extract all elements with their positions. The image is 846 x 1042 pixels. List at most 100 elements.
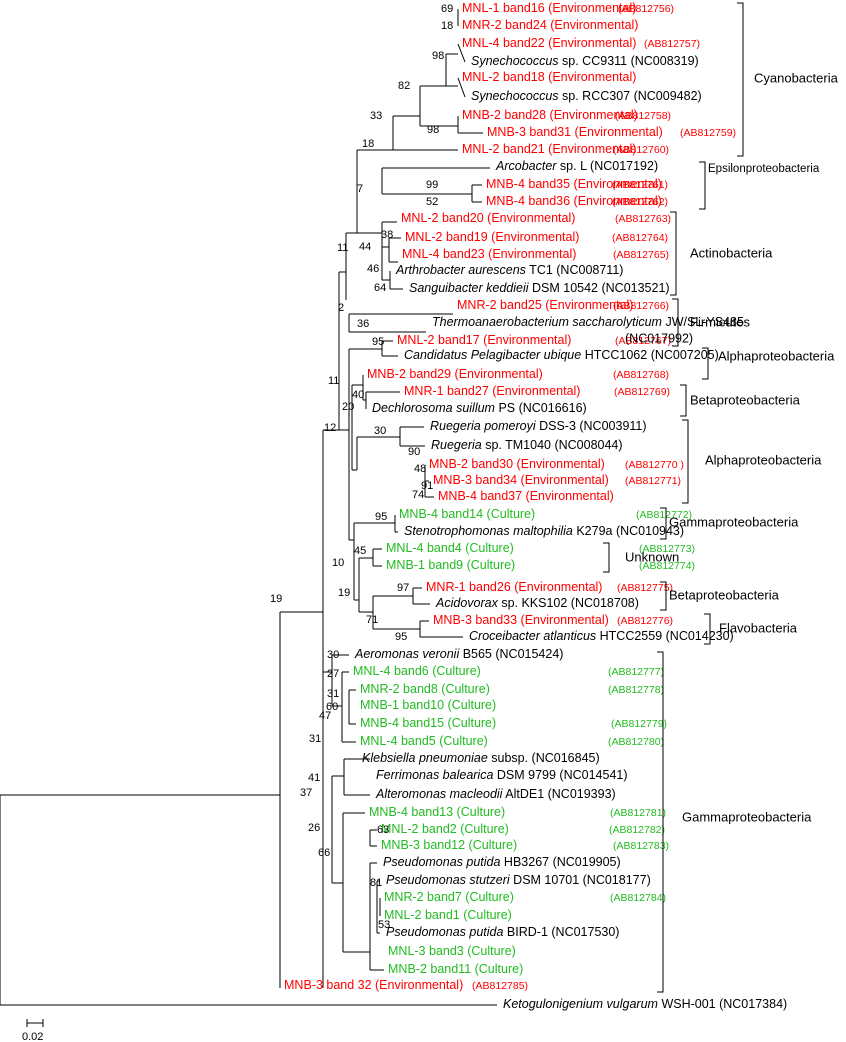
bootstrap-value: 18 bbox=[441, 20, 453, 32]
bootstrap-value: 40 bbox=[352, 389, 364, 401]
leaf-label-acidovorax-kks102: Acidovorax sp. KKS102 (NC018708) bbox=[435, 596, 639, 610]
leaf-label-ketogulonigenium: Ketogulonigenium vulgarum WSH-001 (NC017… bbox=[503, 997, 787, 1011]
leaf-name-mnr2-band24: MNR-2 band24 (Environmental) bbox=[462, 18, 638, 32]
leaf-label-mnb4-band13: MNB-4 band13 (Culture) bbox=[369, 805, 505, 819]
bootstrap-value: 90 bbox=[408, 446, 420, 458]
bootstrap-value: 91 bbox=[421, 480, 433, 492]
bootstrap-value: 11 bbox=[337, 242, 348, 254]
bootstrap-value: 48 bbox=[414, 463, 426, 475]
group-bracket bbox=[704, 613, 711, 645]
leaf-accession-mnb3-band31: (AB812759) bbox=[680, 127, 736, 139]
leaf-accession-mnb4-band36: (AB812762) bbox=[612, 196, 668, 208]
bootstrap-value: 71 bbox=[366, 614, 378, 626]
leaf-name-alteromonas: AltDE1 (NC019393) bbox=[502, 787, 615, 801]
leaf-species-pseudomonas-putida-hb3267: Pseudomonas putida bbox=[383, 855, 500, 869]
leaf-accession-mnl2-band21: (AB812760) bbox=[613, 144, 669, 156]
leaf-label-mnb2-band28: MNB-2 band28 (Environmental) bbox=[462, 108, 638, 122]
leaf-species-alteromonas: Alteromonas macleodii bbox=[375, 787, 504, 801]
group-label: Alphaproteobacteria bbox=[705, 452, 822, 467]
leaf-name-ruegeria-tm1040: sp. TM1040 (NC008044) bbox=[482, 438, 623, 452]
leaf-label-mnb3-band34: MNB-3 band34 (Environmental) bbox=[433, 473, 609, 487]
leaf-name-ketogulonigenium: WSH-001 (NC017384) bbox=[658, 997, 787, 1011]
bootstrap-value: 12 bbox=[324, 422, 336, 434]
leaf-label-mnb4-band14: MNB-4 band14 (Culture) bbox=[399, 507, 535, 521]
leaf-name-mnl2-band2: MNL-2 band2 (Culture) bbox=[381, 822, 509, 836]
leaf-label-mnr1-band26: MNR-1 band26 (Environmental) bbox=[426, 580, 602, 594]
leaf-label-alteromonas: Alteromonas macleodii AltDE1 (NC019393) bbox=[375, 787, 616, 801]
bootstrap-value: 52 bbox=[426, 196, 438, 208]
leaf-label-mnb2-band30: MNB-2 band30 (Environmental) bbox=[429, 457, 605, 471]
group-bracket bbox=[660, 581, 667, 611]
leaf-label-mnl4-band6: MNL-4 band6 (Culture) bbox=[353, 664, 481, 678]
leaf-name-synechococcus-rcc307: sp. RCC307 (NC009482) bbox=[559, 89, 702, 103]
bootstrap-value: 19 bbox=[338, 587, 350, 599]
bootstrap-value: 7 bbox=[357, 183, 363, 195]
bootstrap-value: 2 bbox=[338, 302, 344, 314]
leaf-label-mnb2-band11: MNB-2 band11 (Culture) bbox=[388, 962, 523, 976]
group-label: Firmicutes bbox=[690, 314, 750, 329]
bootstrap-value: 63 bbox=[377, 824, 389, 836]
branch bbox=[457, 43, 466, 63]
leaf-species-synechococcus-cc9311: Synechococcus bbox=[471, 54, 559, 68]
leaf-accession-mnl4-band4: (AB812773) bbox=[639, 543, 695, 555]
leaf-name-croceibacter: HTCC2559 (NC014230) bbox=[596, 629, 734, 643]
group-label: Cyanobacteria bbox=[754, 70, 839, 85]
leaf-label-mnl4-band23: MNL-4 band23 (Environmental) bbox=[402, 247, 576, 261]
leaf-label-mnl2-band2: MNL-2 band2 (Culture) bbox=[381, 822, 509, 836]
leaf-species-ruegeria-tm1040: Ruegeria bbox=[431, 438, 482, 452]
group-label: Unknown bbox=[625, 549, 679, 564]
firmicutes-accession-label: (NC017992) bbox=[625, 331, 693, 345]
leaf-name-mnb3-band34: MNB-3 band34 (Environmental) bbox=[433, 473, 609, 487]
group-bracket bbox=[737, 2, 744, 157]
leaf-accession-mnl2-band17: (AB812767) bbox=[615, 335, 671, 347]
leaf-name-aeromonas-veronii: B565 (NC015424) bbox=[459, 647, 563, 661]
leaf-name-mnl4-band22: MNL-4 band22 (Environmental) bbox=[462, 36, 636, 50]
leaf-label-croceibacter: Croceibacter atlanticus HTCC2559 (NC0142… bbox=[469, 629, 734, 643]
leaf-label-ruegeria-tm1040: Ruegeria sp. TM1040 (NC008044) bbox=[431, 438, 623, 452]
leaf-label-mnb1-band10: MNB-1 band10 (Culture) bbox=[360, 698, 496, 712]
leaf-accession-mnl4-band6: (AB812777) bbox=[608, 666, 664, 678]
branch bbox=[457, 77, 466, 98]
leaf-label-synechococcus-cc9311: Synechococcus sp. CC9311 (NC008319) bbox=[471, 54, 699, 68]
bootstrap-value: 31 bbox=[327, 688, 339, 700]
leaf-name-mnl4-band23: MNL-4 band23 (Environmental) bbox=[402, 247, 576, 261]
bootstrap-value: 82 bbox=[398, 80, 410, 92]
leaf-accession-mnb2-band28: (AB812758) bbox=[615, 110, 671, 122]
group-label: Gammaproteobacteria bbox=[682, 809, 812, 824]
bootstrap-value: 30 bbox=[374, 425, 386, 437]
leaf-species-pseudomonas-putida-bird1: Pseudomonas putida bbox=[386, 925, 503, 939]
bootstrap-value: 31 bbox=[309, 733, 321, 745]
leaf-name-mnr1-band26: MNR-1 band26 (Environmental) bbox=[426, 580, 602, 594]
group-label: Gammaproteobacteria bbox=[669, 514, 799, 529]
leaf-accession-mnb4-band14: (AB812772) bbox=[636, 509, 692, 521]
leaf-label-mnl2-band21: MNL-2 band21 (Environmental) bbox=[462, 142, 636, 156]
bootstrap-value: 33 bbox=[370, 110, 382, 122]
leaf-species-thermoanaerobacterium: Thermoanaerobacterium saccharolyticum bbox=[432, 315, 662, 329]
leaf-label-mnl4-band22: MNL-4 band22 (Environmental) bbox=[462, 36, 636, 50]
leaf-name-mnl2-band1: MNL-2 band1 (Culture) bbox=[384, 908, 512, 922]
leaf-name-mnb3-band31: MNB-3 band31 (Environmental) bbox=[487, 125, 663, 139]
leaf-accession-mnl2-band19: (AB812764) bbox=[612, 232, 668, 244]
leaf-name-mnl2-band17: MNL-2 band17 (Environmental) bbox=[397, 333, 571, 347]
leaf-name-mnl4-band5: MNL-4 band5 (Culture) bbox=[360, 734, 488, 748]
leaf-name-mnb4-band14: MNB-4 band14 (Culture) bbox=[399, 507, 535, 521]
leaf-name-thermoanaerobacterium: JW/SL-YS485 bbox=[662, 315, 744, 329]
leaf-name-mnb3-band33: MNB-3 band33 (Environmental) bbox=[433, 613, 609, 627]
bootstrap-value: 98 bbox=[432, 50, 444, 62]
leaf-species-synechococcus-rcc307: Synechococcus bbox=[471, 89, 559, 103]
leaf-accession-mnb4-band35: (AB812761) bbox=[612, 179, 668, 191]
bootstrap-value: 99 bbox=[426, 179, 438, 191]
bootstrap-value: 60 bbox=[326, 701, 338, 713]
leaf-accession-mnl2-band20: (AB812763) bbox=[615, 213, 671, 225]
leaf-accession-mnl4-band5: (AB812780) bbox=[608, 736, 664, 748]
group-bracket bbox=[699, 161, 706, 210]
leaf-label-mnl2-band17: MNL-2 band17 (Environmental) bbox=[397, 333, 571, 347]
leaf-accession-mnb2-band29: (AB812768) bbox=[613, 369, 669, 381]
leaf-name-mnr2-band25: MNR-2 band25 (Environmental) bbox=[457, 298, 633, 312]
bootstrap-value: 98 bbox=[427, 124, 439, 136]
leaf-label-mnb4-band36: MNB-4 band36 (Environmental) bbox=[486, 194, 662, 208]
leaf-species-arcobacter-l: Arcobacter bbox=[495, 159, 557, 173]
leaf-label-mnr2-band7: MNR-2 band7 (Culture) bbox=[384, 890, 514, 904]
leaf-name-ruegeria-pomeroyi: DSS-3 (NC003911) bbox=[536, 419, 647, 433]
tree-branches bbox=[0, 9, 497, 1006]
